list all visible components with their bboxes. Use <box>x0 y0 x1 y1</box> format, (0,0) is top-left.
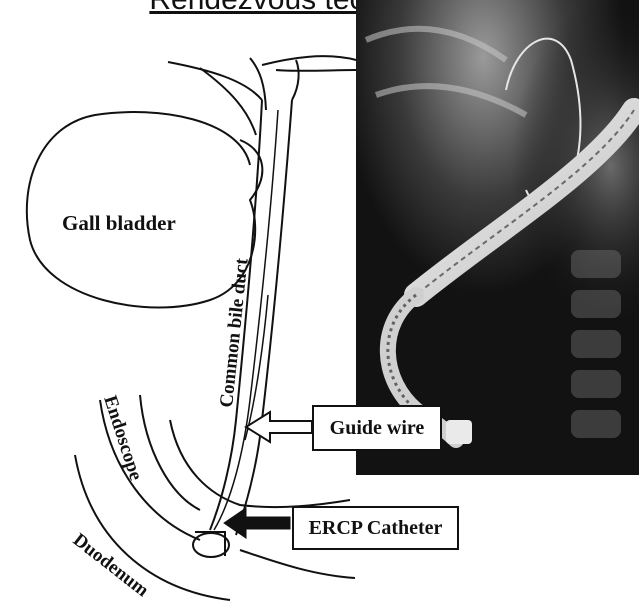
endoscope-outline-inner <box>140 395 200 510</box>
gall-bladder-label: Gall bladder <box>62 211 176 235</box>
guide-wire-arrow <box>246 412 312 442</box>
common-bile-duct-label: Common bile duct <box>216 257 253 409</box>
guide-wire-callout: Guide wire <box>312 405 442 451</box>
fluoroscopy-svg <box>356 0 639 475</box>
ercp-catheter-callout-text: ERCP Catheter <box>309 517 443 539</box>
duodenum-wall <box>75 455 230 600</box>
fluoroscopy-image <box>356 0 639 475</box>
endoscope-outline-outer <box>100 400 200 540</box>
common-bile-duct-right-wall <box>236 100 292 535</box>
gall-bladder-outline <box>27 112 263 307</box>
guide-wire-line <box>214 110 278 530</box>
guide-wire-callout-text: Guide wire <box>330 417 425 439</box>
ercp-catheter-arrow <box>224 508 290 538</box>
common-bile-duct-left-wall <box>210 100 262 530</box>
endoscope-label: Endoscope <box>99 393 146 483</box>
endoscope-tip <box>193 533 229 557</box>
duodenum-label: Duodenum <box>69 529 153 601</box>
ercp-catheter-callout: ERCP Catheter <box>292 506 459 550</box>
